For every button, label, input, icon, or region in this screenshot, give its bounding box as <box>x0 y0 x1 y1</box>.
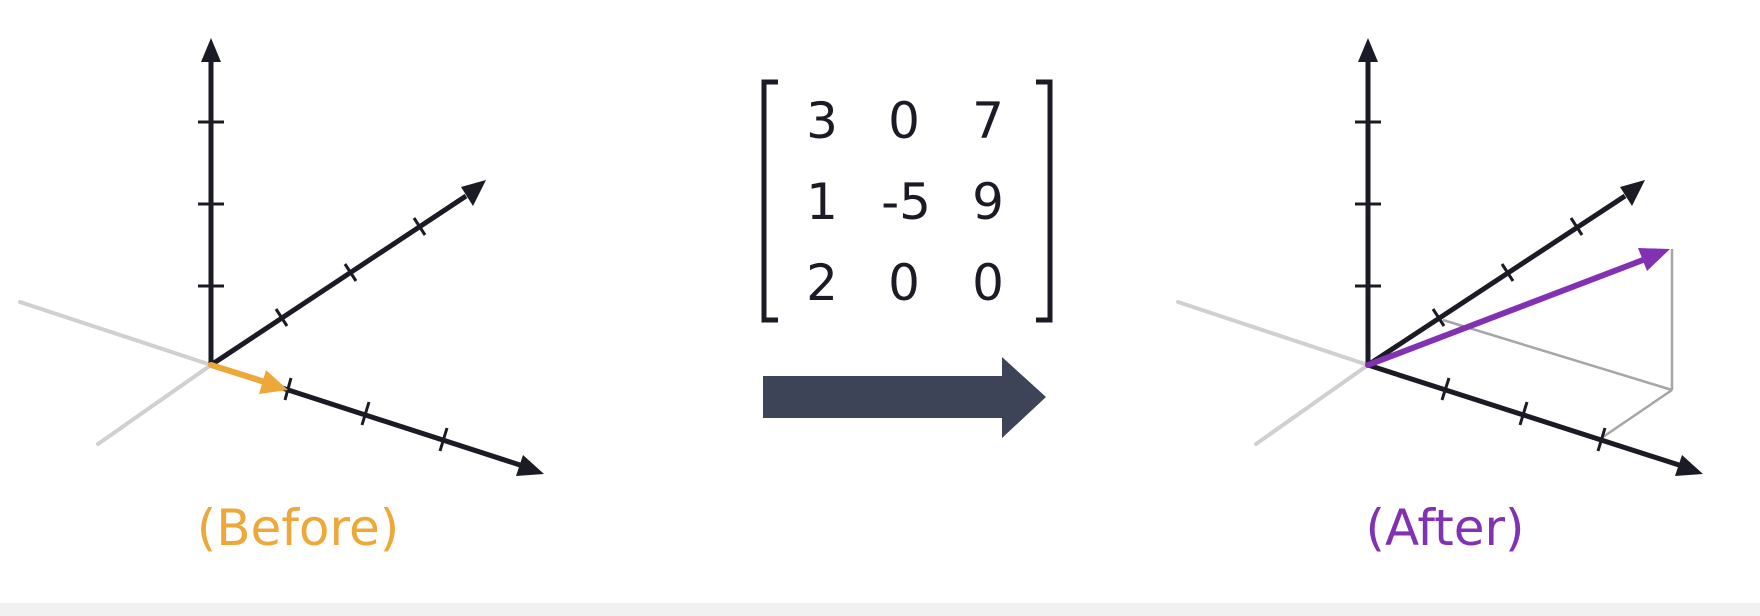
before-vector-arrow <box>208 362 288 394</box>
before-horizontal-axis-arrowhead <box>516 455 544 476</box>
matrix-cell: 0 <box>972 254 1004 312</box>
matrix-cell: 0 <box>888 92 920 150</box>
before-depth-tick <box>274 308 289 327</box>
after-horizontal-axis <box>1367 362 1703 476</box>
before-vertical-axis-arrowhead <box>201 38 221 62</box>
after-label: (After) <box>1365 499 1524 557</box>
after-horizontal-tick <box>1440 377 1451 401</box>
before-ghost-axis-down <box>96 363 213 446</box>
before-panel: (Before) <box>18 38 544 557</box>
after-panel: (After) <box>1176 38 1703 557</box>
matrix-cell: 3 <box>806 92 838 150</box>
matrix-cell: 7 <box>972 92 1004 150</box>
after-vector-arrow <box>1365 248 1670 368</box>
before-depth-axis-arrowhead <box>461 180 486 206</box>
after-horizontal-tick <box>1518 401 1529 426</box>
before-depth-axis <box>209 180 486 368</box>
after-ghost-axis-left <box>1176 300 1370 367</box>
matrix-left-bracket <box>761 79 778 323</box>
matrix-cell: 9 <box>972 173 1004 231</box>
after-horizontal-tick <box>1596 427 1607 452</box>
after-horizontal-axis-arrowhead <box>1675 455 1703 476</box>
after-projection-guides <box>1442 249 1674 441</box>
before-horizontal-tick <box>360 401 371 426</box>
matrix-right-bracket <box>1036 79 1053 323</box>
before-vertical-axis <box>198 38 224 365</box>
matrix-cell: -5 <box>881 173 931 231</box>
before-horizontal-tick <box>283 377 293 401</box>
after-depth-axis <box>1366 180 1645 368</box>
matrix-cell: 2 <box>806 254 838 312</box>
after-ghost-axis-down <box>1254 363 1370 446</box>
after-vertical-axis-arrowhead <box>1358 38 1378 62</box>
after-vertical-axis <box>1355 38 1381 365</box>
after-depth-tick <box>1569 217 1584 236</box>
transformation-matrix: 3 0 7 1 -5 9 2 0 0 <box>761 79 1053 323</box>
transform-arrow-icon <box>763 357 1046 438</box>
matrix-cell: 1 <box>806 173 838 231</box>
after-depth-axis-arrowhead <box>1620 180 1645 206</box>
before-depth-tick <box>343 263 358 282</box>
before-label: (Before) <box>197 499 400 557</box>
bottom-band <box>0 603 1760 616</box>
matrix-cell: 0 <box>888 254 920 312</box>
before-ghost-axis-left <box>18 300 213 367</box>
before-depth-tick <box>412 217 427 236</box>
after-depth-tick <box>1431 308 1446 327</box>
before-horizontal-tick <box>438 427 449 452</box>
after-depth-tick <box>1500 263 1515 282</box>
